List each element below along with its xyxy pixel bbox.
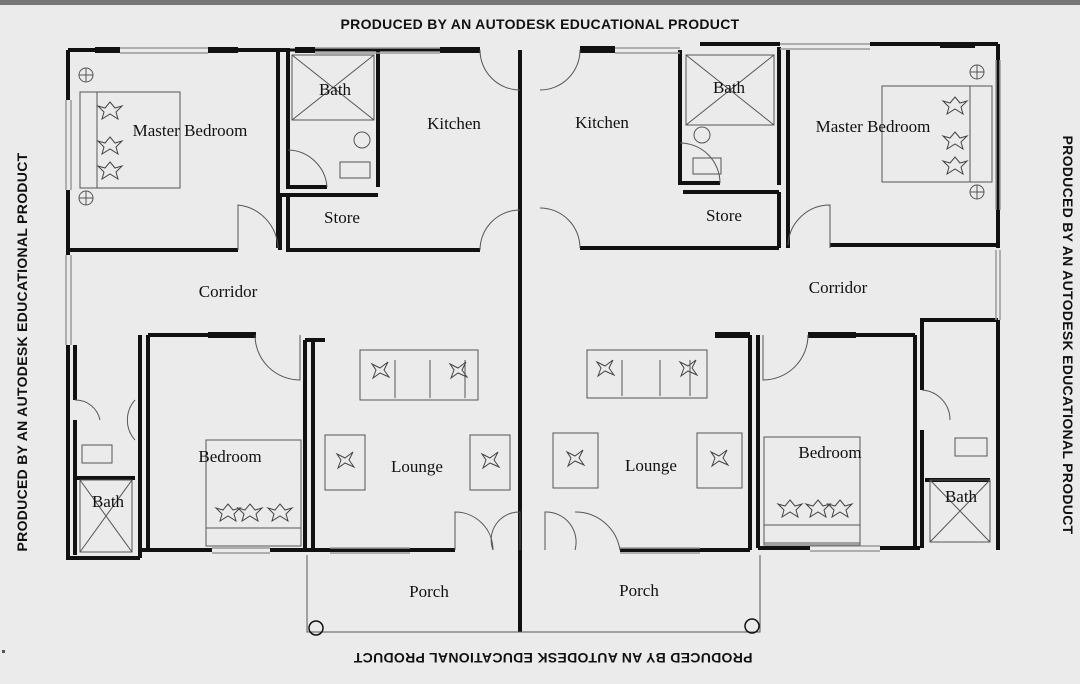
right-windows xyxy=(615,43,1001,554)
right-fixtures xyxy=(552,54,993,634)
left-doors xyxy=(74,49,521,551)
left-bath-top-label: Bath xyxy=(318,80,352,99)
right-kitchen-label: Kitchen xyxy=(575,113,629,132)
left-bedroom-label: Bedroom xyxy=(198,447,262,466)
left-store-label: Store xyxy=(324,208,360,227)
top-border-strip xyxy=(0,0,1080,5)
left-windows xyxy=(65,47,440,554)
right-wall-blocks xyxy=(580,42,975,338)
watermark-top: PRODUCED BY AN AUTODESK EDUCATIONAL PROD… xyxy=(340,16,740,32)
left-wall-blocks xyxy=(95,47,480,338)
right-lounge-label: Lounge xyxy=(625,456,677,475)
right-corridor-label: Corridor xyxy=(808,278,868,297)
right-porch-label: Porch xyxy=(619,581,659,600)
left-master-bedroom-label: Master Bedroom xyxy=(132,121,248,140)
right-doors xyxy=(539,49,951,551)
left-corridor-label: Corridor xyxy=(198,282,258,301)
right-bath-top-label: Bath xyxy=(712,78,746,97)
right-unit xyxy=(580,42,1000,552)
left-fixtures xyxy=(78,54,761,636)
left-bath-bottom-label: Bath xyxy=(91,492,125,511)
left-lounge-label: Lounge xyxy=(391,457,443,476)
right-master-bedroom-label: Master Bedroom xyxy=(815,117,931,136)
right-store-label: Store xyxy=(706,206,742,225)
left-porch-label: Porch xyxy=(409,582,449,601)
left-unit xyxy=(66,48,522,632)
left-kitchen-label: Kitchen xyxy=(427,114,481,133)
corner-dot xyxy=(2,650,5,653)
right-bedroom-label: Bedroom xyxy=(798,443,862,462)
right-bath-bottom-label: Bath xyxy=(944,487,978,506)
